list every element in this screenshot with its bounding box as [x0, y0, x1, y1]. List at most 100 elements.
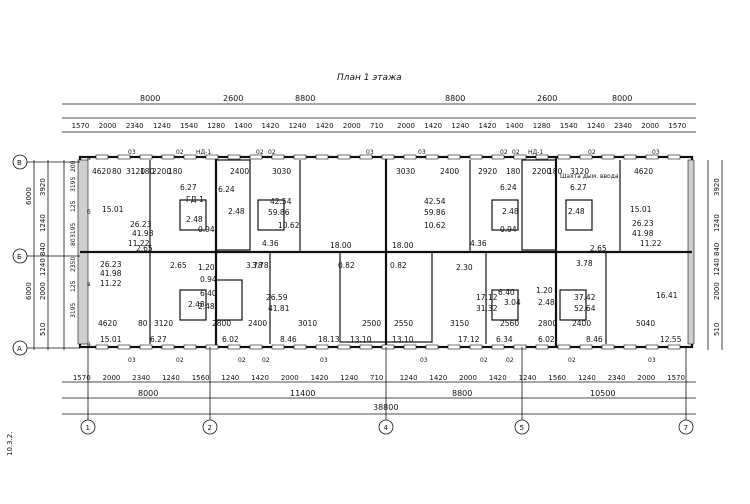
room-lt-23: ГД-1: [186, 195, 204, 204]
room-lt-17: 42.54: [270, 197, 292, 206]
axis-col-label-1: 2: [208, 424, 212, 432]
top-mark-5: 03: [366, 149, 374, 156]
room-lb-5: 1.20: [198, 263, 215, 272]
axis-col-bubble-1: [202, 419, 218, 435]
left-dim-inner-5: 510: [39, 323, 47, 336]
top-dim-major-5: 8000: [612, 94, 632, 103]
top-dim-minor-20: 2340: [614, 122, 632, 130]
room-rb-17: 13.10: [392, 335, 414, 344]
axis-col-label-4: 7: [684, 424, 688, 432]
plan-title: План 1 этажа: [337, 73, 402, 83]
bottom-mark-0: 03: [128, 357, 136, 364]
room-rb-9: 3.78: [576, 259, 593, 268]
room-lt-16: 2.48: [228, 207, 245, 216]
bottom-dim-minor-11: 1240: [400, 374, 418, 382]
bottom-mark-1: 02: [176, 357, 184, 364]
right-dim-4: 2000: [713, 282, 721, 300]
top-dim-minor-3: 1240: [153, 122, 171, 130]
room-rb-7: 37.42: [574, 293, 596, 302]
room-rt-22: 18.00: [392, 241, 414, 250]
bottom-dim-minor-20: 1570: [667, 374, 685, 382]
top-dim-minor-4: 1540: [180, 122, 198, 130]
axis-row-label-0: В: [17, 159, 22, 167]
room-rt-7: 4620: [634, 167, 653, 176]
room-rt-16: 26.23: [632, 219, 654, 228]
bottom-mark-4: 03: [320, 357, 328, 364]
top-mark-0: 03: [128, 149, 136, 156]
room-lt-7: 3030: [272, 167, 291, 176]
room-lt-10: 2.48: [186, 215, 203, 224]
top-dim-minor-18: 1540: [560, 122, 578, 130]
top-dim-minor-17: 1280: [533, 122, 551, 130]
row-mark-3: а: [87, 341, 91, 348]
left-dim-wall-0: 3195: [70, 177, 77, 192]
axis-row-label-1: Б: [17, 253, 22, 261]
room-rt-15: 15.01: [630, 205, 652, 214]
left-dim-wall-7: 3195: [70, 303, 77, 318]
top-dimension-lines: [62, 103, 696, 133]
room-lt-15: 6.24: [218, 185, 235, 194]
room-lb-6: 0.94: [200, 275, 217, 284]
top-dim-minor-12: 2000: [397, 122, 415, 130]
axis-row-bubble-1: [12, 248, 28, 264]
bottom-dimension-lines: [62, 381, 696, 415]
bottom-mark-9: 03: [648, 357, 656, 364]
room-lb-22: 18.13: [318, 335, 340, 344]
axis-row-label-2: А: [17, 345, 22, 353]
room-lt-20: 4.36: [262, 239, 279, 248]
top-dim-minor-15: 1420: [479, 122, 497, 130]
right-dim-1: 1240: [713, 214, 721, 232]
room-rt-12: 2.48: [502, 207, 519, 216]
bottom-dim-minor-10: 710: [370, 374, 383, 382]
room-lt-13: 11.22: [128, 239, 150, 248]
room-lt-19: 10.62: [278, 221, 300, 230]
room-lb-10: 26.59: [266, 293, 288, 302]
room-rb-22: 12.55: [660, 335, 682, 344]
room-rt-10: 59.86: [424, 208, 446, 217]
bottom-dim-minor-1: 2000: [103, 374, 121, 382]
left-dim-outer-0: 6000: [25, 187, 33, 205]
room-rt-21: 0.94: [500, 225, 517, 234]
top-mark-1: 02: [176, 149, 184, 156]
row-mark-0: а: [87, 155, 91, 162]
room-lt-22: 3.78: [252, 261, 269, 270]
axis-col-bubble-3: [514, 419, 530, 435]
room-lt-6: 2400: [230, 167, 249, 176]
bottom-dim-minor-17: 1240: [578, 374, 596, 382]
room-rt-17: 41.98: [632, 229, 654, 238]
top-dim-minor-22: 1570: [668, 122, 686, 130]
left-dim-inner-4: 2000: [39, 282, 47, 300]
bottom-dim-minor-12: 1420: [429, 374, 447, 382]
room-rb-21: 8.46: [586, 335, 603, 344]
room-rb-18: 17.12: [458, 335, 480, 344]
left-dim-outer-1: 6000: [25, 282, 33, 300]
top-dim-minor-0: 1570: [72, 122, 90, 130]
bottom-dim-minor-13: 2000: [459, 374, 477, 382]
room-lt-21: 0.94: [198, 225, 215, 234]
room-lt-4: 2200: [152, 167, 171, 176]
room-lt-3: 180: [140, 167, 155, 176]
room-rb-0: 2.30: [456, 263, 473, 272]
room-rt-6: 3120: [570, 167, 589, 176]
room-lb-23: 13.10: [350, 335, 372, 344]
bottom-dim-major-2: 8800: [452, 389, 472, 398]
room-lt-25: 0.82: [338, 261, 355, 270]
bottom-dim-minor-3: 1240: [162, 374, 180, 382]
room-lb-16: 2400: [248, 319, 267, 328]
room-lb-3: 2.65: [170, 261, 187, 270]
left-dim-wall-2: 125: [70, 200, 77, 212]
top-dim-minor-13: 1420: [424, 122, 442, 130]
left-dim-wall-3: 3195: [70, 223, 77, 238]
bottom-dim-minor-14: 1420: [489, 374, 507, 382]
top-mark-4: 02: [268, 149, 276, 156]
left-dim-wall-6: 125: [70, 280, 77, 292]
room-rb-6: 1.20: [536, 286, 553, 295]
bottom-dim-minor-9: 1240: [340, 374, 358, 382]
room-lb-1: 41.98: [100, 269, 122, 278]
room-rt-20: 4.36: [470, 239, 487, 248]
row-mark-1: б: [87, 209, 91, 216]
